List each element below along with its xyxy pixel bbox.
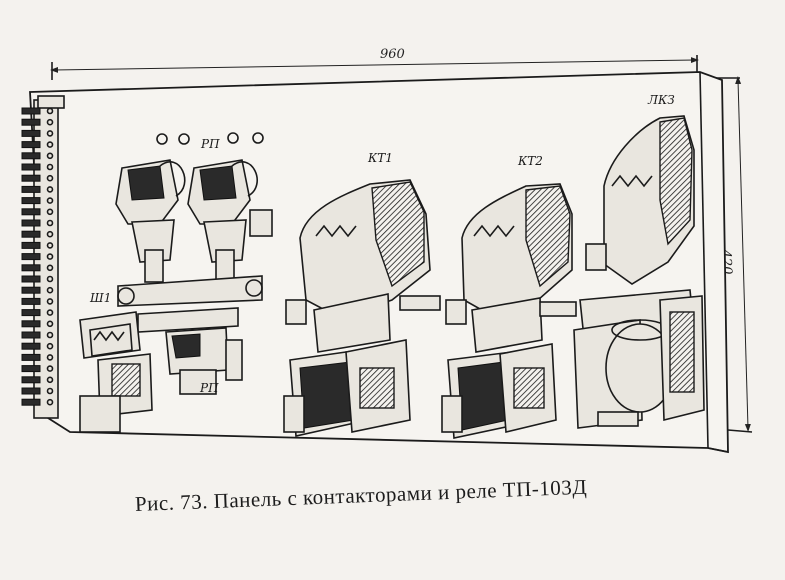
terminal-screw (46, 264, 54, 272)
terminal-tooth (21, 353, 41, 361)
terminal-screw (46, 342, 54, 350)
terminal-screw (46, 152, 54, 160)
terminal-tooth (21, 398, 41, 406)
label-sh1: Ш1 (89, 291, 111, 305)
relay-rp-top: РП (115, 132, 273, 307)
terminal-screw (46, 242, 54, 249)
terminal-tooth (21, 118, 41, 126)
contactor-kt1: КТ1 (283, 151, 441, 437)
terminal-tooth (21, 387, 41, 395)
terminal-tooth (21, 264, 41, 272)
terminal-tooth (21, 141, 41, 149)
terminal-tooth (21, 219, 41, 227)
terminal-tooth (21, 107, 41, 115)
label-rp-top: РП (200, 137, 220, 151)
terminal-tooth (21, 174, 41, 182)
terminal-tooth (21, 185, 41, 193)
terminal-screw (46, 174, 54, 182)
label-lkz: ЛКЗ (647, 93, 675, 107)
terminal-screw (46, 208, 54, 216)
terminal-screw (46, 354, 54, 361)
terminal-tooth (21, 152, 41, 160)
terminal-screw (46, 286, 54, 294)
terminal-screw (46, 376, 54, 384)
label-kt2: КТ2 (517, 154, 543, 168)
terminal-screw (46, 130, 54, 137)
width-dimension: 960 (50, 47, 699, 80)
terminal-screw (46, 398, 54, 406)
contactor-lkz: ЛКЗ (573, 93, 705, 429)
terminal-tooth (21, 365, 41, 373)
terminal-tooth (21, 241, 41, 249)
terminal-screw (46, 186, 54, 193)
terminal-screw (46, 309, 54, 316)
terminal-screw (46, 331, 54, 339)
terminal-screw (46, 197, 54, 204)
terminal-screw (46, 387, 54, 395)
terminal-screw (46, 275, 54, 283)
terminal-screw (46, 298, 54, 305)
terminal-screw (46, 141, 54, 148)
terminal-screw (46, 365, 54, 372)
terminal-tooth (21, 253, 41, 261)
relay-rp-bottom: РП (137, 307, 243, 395)
contactor-kt2: КТ2 (441, 154, 577, 439)
relay-sh1: Ш1 (79, 291, 153, 433)
terminal-tooth (21, 163, 41, 171)
terminal-tooth (21, 275, 41, 283)
terminal-screw (46, 219, 54, 227)
terminal-tooth (21, 230, 41, 238)
terminal-screw (46, 118, 54, 126)
terminal-tooth (21, 309, 41, 317)
terminal-strip (21, 95, 65, 419)
terminal-screw (46, 230, 54, 238)
terminal-tooth (21, 129, 41, 137)
terminal-screw (46, 107, 54, 115)
label-kt1: КТ1 (367, 151, 393, 165)
terminal-tooth (21, 376, 41, 384)
terminal-screw (46, 320, 54, 328)
terminal-tooth (21, 331, 41, 339)
terminal-tooth (21, 286, 41, 294)
terminal-screw (46, 163, 54, 171)
terminal-tooth (21, 208, 41, 216)
terminal-screw (46, 253, 54, 260)
terminal-tooth (21, 320, 41, 328)
width-dimension-label: 960 (380, 47, 405, 62)
terminal-tooth (21, 297, 41, 305)
terminal-tooth (21, 342, 41, 350)
terminal-tooth (21, 197, 41, 205)
label-rp-bottom: РП (199, 381, 219, 395)
